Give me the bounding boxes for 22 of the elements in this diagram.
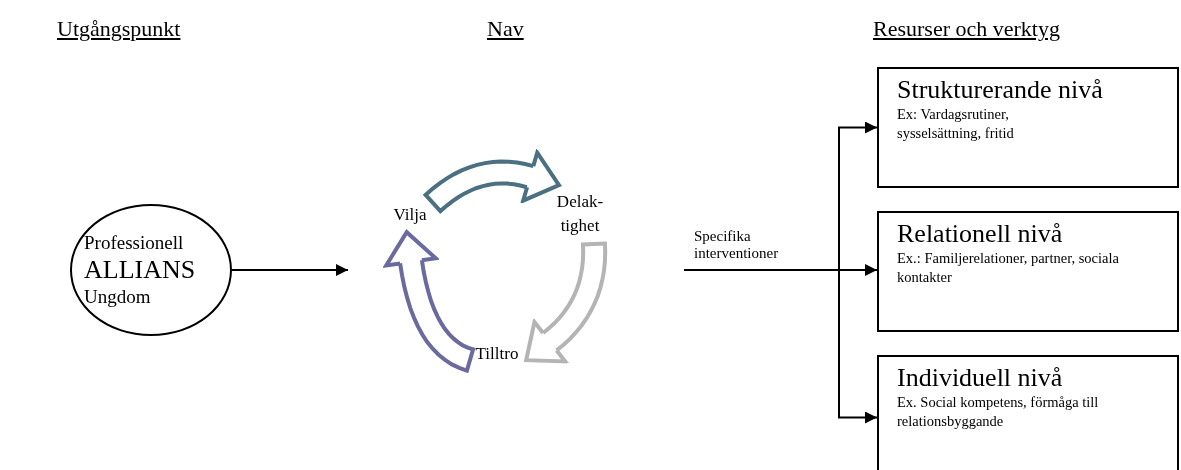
level-box	[877, 355, 1179, 470]
node-text: Ungdom	[84, 285, 151, 309]
box-text: Ex. Social kompetens, förmåga till relationsbyggande	[897, 393, 1100, 431]
box-heading: Individuell nivå	[897, 363, 1064, 393]
cycle-label: Tilltro	[472, 342, 522, 368]
arrow	[231, 264, 349, 276]
box-text: Ex.: Familjerelationer, partner, sociala kontakter	[897, 249, 1120, 287]
box-text: Ex: Vardagsrutiner, sysselsättning, fritid	[897, 105, 1015, 143]
cycle-label: Vilja	[392, 203, 428, 229]
arrow	[683, 269, 878, 424]
level-box	[877, 67, 1179, 188]
edge-label: Specifika interventioner	[694, 228, 779, 262]
node-text: Professionell	[84, 231, 184, 255]
level-box	[877, 211, 1179, 332]
column-heading: Nav	[487, 16, 524, 42]
cycle-label: Delak- tighet	[554, 190, 606, 240]
box-heading: Strukturerande nivå	[897, 75, 1104, 105]
box-heading: Relationell nivå	[897, 219, 1064, 249]
ellipse-node	[70, 204, 232, 336]
column-heading: Utgångspunkt	[57, 16, 181, 42]
column-heading: Resurser och verktyg	[873, 16, 1060, 42]
node-text: ALLIANS	[84, 255, 196, 285]
